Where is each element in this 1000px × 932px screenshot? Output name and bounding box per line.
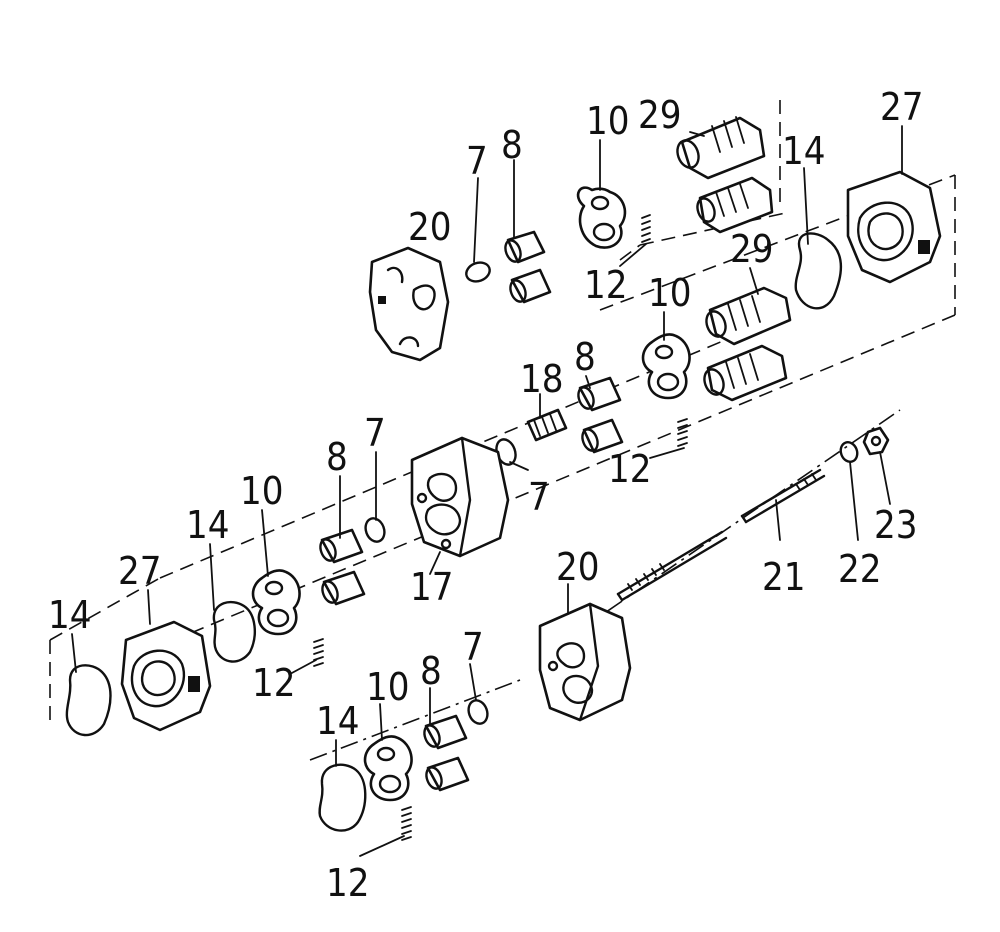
part-label-27: 27: [118, 549, 162, 593]
gasket-part: [318, 763, 367, 832]
relief-valve-part: [526, 408, 568, 442]
part-label-17: 17: [410, 565, 454, 609]
nut-part: [862, 426, 890, 456]
part-label-8: 8: [501, 123, 523, 167]
part-label-7: 7: [462, 625, 484, 669]
o-ring-part: [364, 517, 386, 543]
spring-part: [313, 638, 324, 667]
part-label-18: 18: [520, 357, 564, 401]
pump-body-part: [410, 436, 510, 558]
part-label-29: 29: [638, 93, 682, 137]
part-number-labels: 7 8 10 29 27 20 14 12 29 10 8 18 12 7 8 …: [48, 85, 924, 905]
seal-plate-part: [576, 186, 627, 249]
gear-shaft-part: [703, 286, 792, 402]
part-label-8: 8: [326, 435, 348, 479]
part-label-8: 8: [574, 335, 596, 379]
part-label-10: 10: [586, 99, 630, 143]
cover-plate-part: [538, 602, 632, 722]
part-label-22: 22: [838, 547, 882, 591]
end-housing-part: [120, 620, 212, 732]
part-label-20: 20: [408, 205, 452, 249]
gear-shaft-part: [676, 116, 774, 234]
spring-part: [401, 806, 412, 841]
part-label-14: 14: [316, 699, 360, 743]
end-housing-part: [846, 170, 942, 284]
part-label-21: 21: [762, 555, 806, 599]
seal-plate-part: [251, 569, 301, 636]
part-label-12: 12: [608, 447, 652, 491]
leader-lines: [71, 125, 903, 857]
part-label-12: 12: [252, 661, 296, 705]
gasket-part: [212, 600, 256, 663]
washer-part: [839, 441, 859, 463]
part-label-14: 14: [186, 503, 230, 547]
bushing-part: [319, 528, 366, 606]
cover-plate-part: [368, 246, 450, 362]
bushing-part: [577, 376, 624, 454]
gasket-part: [794, 232, 843, 310]
seal-plate-part: [641, 333, 691, 400]
bushing-part: [504, 230, 552, 304]
part-label-20: 20: [556, 545, 600, 589]
part-label-29: 29: [730, 227, 774, 271]
part-label-10: 10: [366, 665, 410, 709]
part-label-27: 27: [880, 85, 924, 129]
stud-bolt-part: [616, 468, 826, 602]
o-ring-part: [467, 699, 489, 725]
seal-plate-part: [363, 735, 413, 802]
spring-part: [677, 418, 688, 447]
part-label-10: 10: [240, 469, 284, 513]
part-label-8: 8: [420, 649, 442, 693]
part-label-14: 14: [782, 129, 826, 173]
part-label-7: 7: [528, 475, 550, 519]
part-label-14: 14: [48, 593, 92, 637]
part-label-10: 10: [648, 271, 692, 315]
gasket-part: [65, 664, 112, 737]
part-label-23: 23: [874, 503, 918, 547]
o-ring-part: [465, 261, 491, 283]
part-label-7: 7: [364, 411, 386, 455]
part-label-12: 12: [584, 263, 628, 307]
part-label-12: 12: [326, 861, 370, 905]
spring-part: [641, 214, 651, 243]
part-label-7: 7: [466, 139, 488, 183]
bushing-part: [423, 714, 470, 792]
